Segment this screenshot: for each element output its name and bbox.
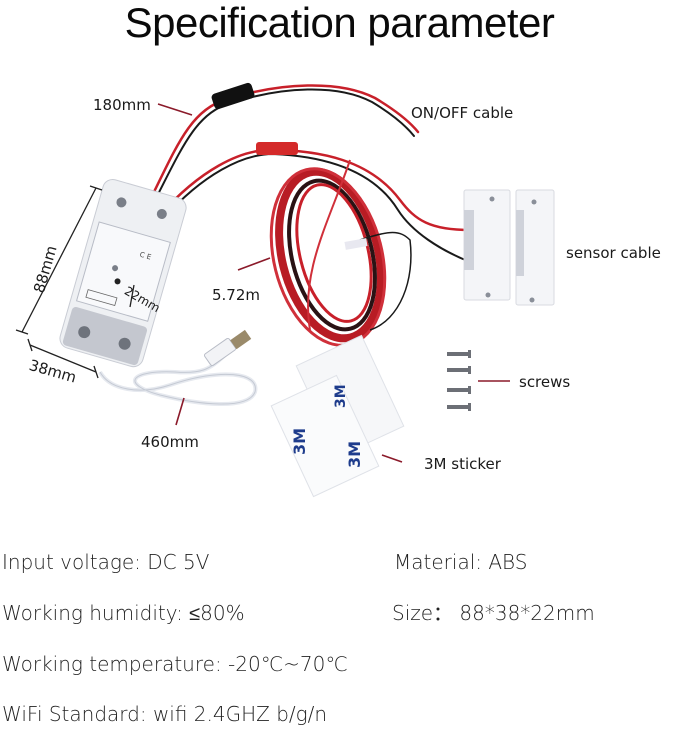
3m-stickers: 3M 3M 3M (270, 334, 405, 498)
label-screws: screws (519, 373, 571, 391)
usb-tip (230, 329, 252, 350)
svg-text:C E: C E (139, 251, 152, 262)
svg-text:3M: 3M (333, 384, 349, 408)
on-off-cable (148, 84, 420, 203)
leader-lines (157, 103, 510, 463)
sensor-lead (159, 148, 471, 263)
dimension-lines (15, 185, 135, 379)
door-sensor (463, 189, 555, 306)
usb-cable (98, 353, 258, 406)
label-180mm: 180mm (93, 96, 151, 114)
spec-temperature: Working temperature: -20℃~70℃ (2, 652, 348, 676)
wifi-module: C E (59, 178, 187, 368)
svg-text:3M: 3M (290, 428, 309, 455)
spec-input-voltage: Input voltage: DC 5V (2, 550, 210, 574)
label-on-off-cable: ON/OFF cable (411, 104, 514, 122)
usb-plug (203, 337, 237, 367)
label-cable-length: 5.72m (212, 286, 261, 304)
label-sensor-cable: sensor cable (566, 244, 661, 262)
screws (447, 350, 471, 411)
svg-text:3M: 3M (345, 441, 364, 468)
spec-humidity: Working humidity: ≤80% (2, 601, 245, 625)
spec-wifi: WiFi Standard: wifi 2.4GHZ b/g/n (2, 702, 328, 726)
page-title: Specification parameter (124, 0, 555, 46)
label-3m-sticker: 3M sticker (424, 455, 501, 473)
spec-material: Material: ABS (394, 550, 528, 574)
product-photo: C E 3M 3M 3M (15, 82, 555, 498)
label-460mm: 460mm (141, 433, 199, 451)
spec-size: Size： 88*38*22mm (392, 601, 595, 625)
red-connector (256, 142, 298, 155)
black-connector (211, 82, 255, 110)
